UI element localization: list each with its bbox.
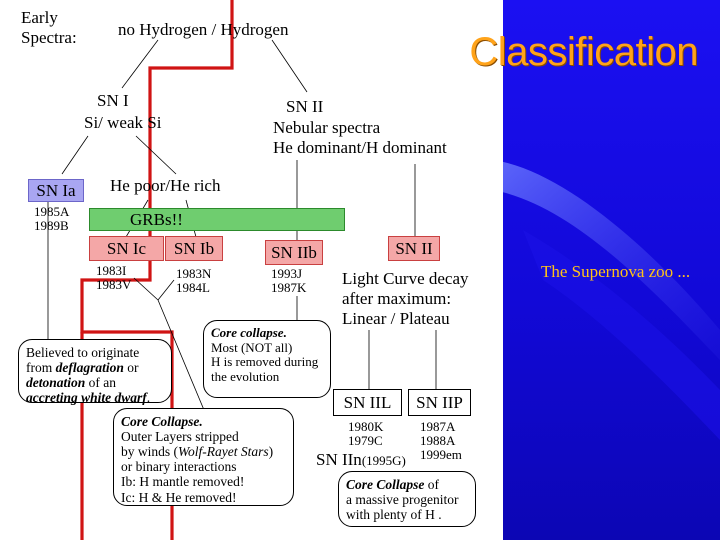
note-text: a massive progenitor [346,492,459,508]
light-curve-line-2: after maximum: [342,289,452,308]
line-top-to-sn2 [271,39,308,93]
core-collapse-ibc-line: Core Collapse. [121,414,286,429]
ic-example-2: 1983V [96,277,132,292]
ib-example-1: 1983N [176,266,212,281]
note-text: Believed to originate [26,345,140,360]
sn-ic-box: SN Ic [89,236,164,261]
core-collapse-ibc-line: Ib: H mantle removed! [121,474,286,489]
line-top-to-sn1 [121,39,159,89]
line-sn1-to-ia [61,135,89,175]
diagram-area: Early Spectra: no Hydrogen / Hydrogen SN… [18,0,476,540]
note-text: with plenty of H . [346,507,442,523]
core-collapse-iib-line: H is removed during [211,354,323,370]
sn2-line-2: He dominant/H dominant [273,138,447,157]
decorative-swoosh [503,161,720,440]
core-collapse-iin-line: a massive progenitor [346,492,468,507]
ib-example-2: 1984L [176,280,210,295]
deflagration-line: from deflagration or [26,360,164,375]
early-spectra-label-1: Early [21,8,58,27]
grbs-box: GRBs!! [89,208,345,231]
iip-example-1: 1987A [420,419,456,434]
core-collapse-iib-line: Core collapse. [211,325,323,341]
line-sn1-to-he [135,135,177,175]
ia-example-2: 1989B [34,218,69,233]
note-text: ) [268,444,274,460]
sn1-subtitle: Si/ weak Si [84,113,162,132]
note-text: from [26,360,56,376]
note-text: Core Collapse [346,477,425,492]
sn-iin-label: SN IIn(1995G) [316,451,406,469]
sn2-line-1: Nebular spectra [273,118,381,137]
slide-title: Classification [469,30,698,74]
deflagration-line: Believed to originate [26,345,164,360]
core-collapse-iin-line: Core Collapse of [346,477,468,492]
iil-example-2: 1979C [348,433,383,448]
early-spectra-label-2: Spectra: [21,28,77,47]
note-text: the evolution [211,368,280,384]
sn-iip-box: SN IIP [408,389,471,416]
note-text: or [123,360,139,376]
sn2-title: SN II [286,97,324,116]
light-curve-line-1: Light Curve decay [342,269,469,288]
core-collapse-iin-line: with plenty of H . [346,507,468,522]
note-text: Most (NOT all) [211,339,293,355]
hydrogen-split-label: no Hydrogen / Hydrogen [118,20,289,39]
deflagration-line: accreting white dwarf. [26,390,164,405]
note-text: Core collapse. [211,325,287,340]
note-text: . [146,390,151,406]
note-text: of an [85,375,117,391]
iib-example-1: 1993J [271,266,303,281]
line-ic-to-v [133,277,159,301]
core-collapse-ibc-line: by winds (Wolf-Rayet Stars) [121,444,286,459]
note-text: Outer Layers stripped [121,429,239,445]
note-text: accreting white dwarf [26,390,147,406]
sn-iil-box: SN IIL [333,389,402,416]
note-text: by winds ( [121,444,178,460]
iil-example-1: 1980K [348,419,384,434]
core-collapse-ibc-line: Outer Layers stripped [121,429,286,444]
ia-example-1: 1985A [34,204,70,219]
iip-example-2: 1988A [420,433,456,448]
note-text: H is removed during [211,354,319,370]
line-v-to-note [157,299,205,411]
sn1-title: SN I [97,91,129,110]
core-collapse-iib-note: Core collapse.Most (NOT all)H is removed… [203,320,331,398]
core-collapse-ibc-line: or binary interactions [121,459,286,474]
note-text: of [424,477,440,492]
blue-panel [503,0,720,540]
note-text: Ic: H & He removed! [121,489,237,505]
slide-subtitle: The Supernova zoo ... [541,262,691,281]
sn-ii-box: SN II [388,236,440,261]
sn-iib-box: SN IIb [265,240,323,265]
sn-ib-box: SN Ib [165,236,223,261]
core-collapse-iib-line: the evolution [211,368,323,385]
note-text: detonation [26,375,86,391]
deflagration-line: detonation of an [26,375,164,390]
note-text: Wolf-Rayet Stars [178,444,269,460]
sn-iin-year: (1995G) [361,453,406,468]
note-text: or binary interactions [121,459,237,475]
iib-example-2: 1987K [271,280,307,295]
sn-ia-box: SN Ia [28,179,84,202]
iip-example-3: 1999em [420,447,462,462]
note-text: deflagration [55,360,124,376]
core-collapse-iib-line: Most (NOT all) [211,339,323,356]
sn-iin-main: SN IIn [316,450,362,469]
light-curve-line-3: Linear / Plateau [342,309,450,328]
line-ib-to-v [157,279,175,301]
core-collapse-ibc-line: Ic: H & He removed! [121,490,286,505]
red-boundary-line [80,0,234,540]
ic-example-1: 1983I [96,263,127,278]
note-text: Ib: H mantle removed! [121,474,245,490]
he-split-label: He poor/He rich [110,176,221,195]
note-text: Core Collapse. [121,414,203,429]
